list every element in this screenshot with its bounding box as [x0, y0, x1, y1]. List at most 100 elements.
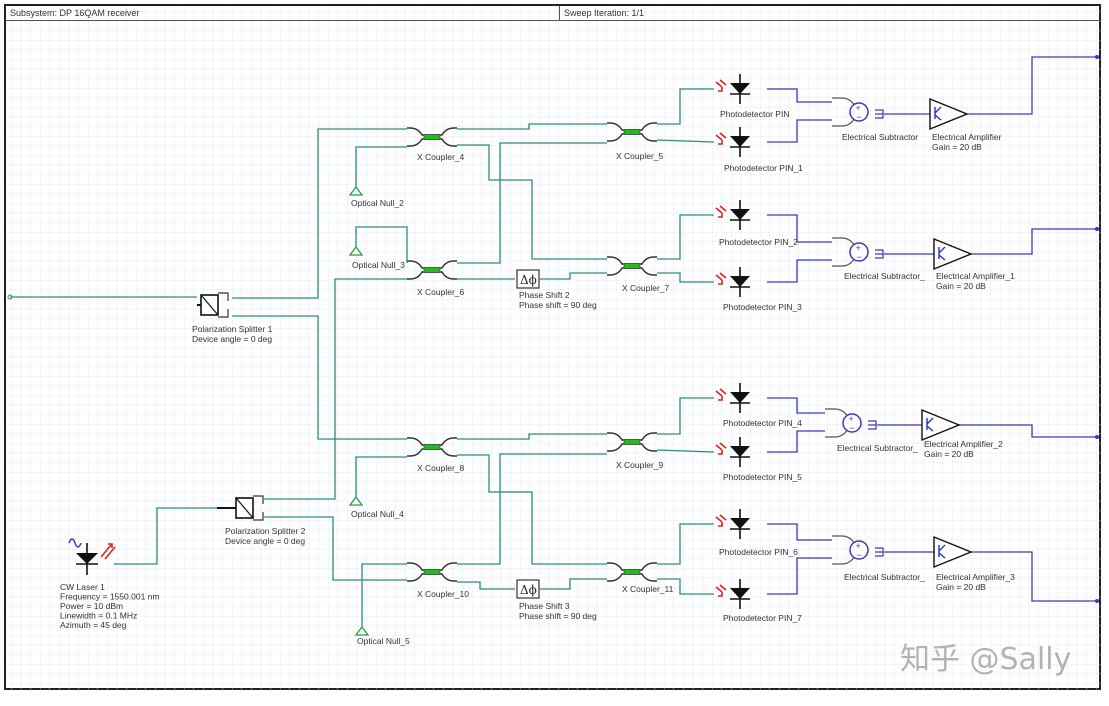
optical-wire[interactable] [657, 214, 714, 260]
electrical-wire[interactable] [767, 397, 825, 414]
x-coupler[interactable] [607, 256, 657, 276]
optical-wire[interactable] [457, 123, 607, 130]
amplifier-triangle-icon [933, 535, 973, 569]
optical-wire[interactable] [457, 454, 607, 565]
electrical-wire[interactable] [971, 551, 1097, 602]
output-port[interactable] [1095, 227, 1099, 231]
electrical-wire[interactable] [767, 214, 832, 243]
light-arrow-icon [715, 79, 727, 92]
optical-wire[interactable] [657, 88, 714, 125]
optical-wire[interactable] [457, 581, 515, 590]
x-coupler[interactable] [607, 122, 657, 142]
optical-wire[interactable] [457, 433, 607, 440]
optical-wire[interactable] [656, 449, 715, 453]
x-coupler[interactable] [407, 562, 457, 582]
electrical-subtractor[interactable]: +− [832, 535, 884, 565]
optical-wire[interactable] [657, 272, 714, 283]
laser-linewidth: Linewidth = 0.1 MHz [60, 611, 137, 621]
ground-triangle-icon [348, 495, 364, 506]
optical-wire[interactable] [264, 516, 407, 581]
phase-shift[interactable]: Δϕ [516, 269, 540, 289]
x-coupler[interactable] [407, 437, 457, 457]
input-port[interactable] [7, 294, 13, 300]
electrical-wire[interactable] [767, 88, 832, 103]
svg-text:−: − [857, 252, 862, 262]
optical-wire[interactable] [540, 272, 607, 280]
electrical-wire[interactable] [767, 259, 832, 283]
optical-null[interactable] [348, 185, 364, 196]
electrical-subtractor[interactable]: +− [832, 237, 884, 267]
optical-wire[interactable] [355, 226, 408, 263]
optical-wire[interactable] [540, 578, 607, 590]
amplifier-gain: Gain = 20 dB [936, 582, 986, 592]
optical-wire[interactable] [264, 278, 407, 500]
electrical-wire[interactable] [767, 557, 832, 595]
optical-wire[interactable] [657, 578, 714, 595]
photodetector[interactable] [715, 267, 750, 297]
svg-text:+: + [856, 103, 861, 113]
electrical-wire[interactable] [967, 56, 1097, 115]
light-arrow-icon [715, 272, 727, 285]
optical-wire[interactable] [457, 453, 607, 565]
light-arrow-icon [715, 442, 727, 455]
x-coupler[interactable] [407, 260, 457, 280]
output-port[interactable] [1095, 435, 1099, 439]
electrical-amplifier[interactable] [921, 408, 1099, 442]
electrical-amplifier[interactable] [933, 227, 1099, 271]
optical-wire[interactable] [457, 142, 607, 264]
photodetector[interactable] [715, 74, 750, 104]
amplifier-gain: Gain = 20 dB [932, 142, 982, 152]
coupler-label: X Coupler_8 [417, 463, 465, 473]
x-coupler[interactable] [607, 562, 657, 582]
plus-minus-icon [849, 102, 869, 122]
x-coupler[interactable] [607, 432, 657, 452]
optical-wire[interactable] [457, 144, 607, 260]
photodetector[interactable] [715, 579, 750, 609]
optical-wire[interactable] [656, 139, 715, 143]
optical-wire[interactable] [355, 456, 407, 497]
optical-null[interactable] [348, 495, 364, 506]
photodetector[interactable] [715, 127, 750, 157]
output-port[interactable] [1095, 55, 1099, 59]
photodetector-label: Photodetector PIN_4 [723, 418, 802, 428]
svg-text:−: − [857, 112, 862, 122]
electrical-amplifier[interactable] [929, 55, 1099, 131]
optical-wire[interactable] [114, 507, 217, 565]
emission-arrow-icon [100, 543, 116, 560]
electrical-wire[interactable] [767, 523, 832, 541]
electrical-amplifier[interactable] [933, 535, 1099, 603]
electrical-subtractor[interactable]: +− [825, 408, 877, 438]
polarization-splitter[interactable] [217, 495, 264, 521]
photodetector[interactable] [715, 437, 750, 467]
amplifier-triangle-icon [921, 408, 961, 442]
optical-wire[interactable] [657, 397, 714, 435]
null-label: Optical Null_5 [357, 636, 410, 646]
transistor-icon [938, 246, 946, 261]
electrical-wire[interactable] [959, 424, 1097, 438]
photodetector[interactable] [715, 383, 750, 413]
photodetector[interactable] [715, 509, 750, 539]
optical-wire[interactable] [355, 146, 407, 187]
subtractor-label: Electrical Subtractor [842, 132, 918, 142]
optical-wire[interactable] [657, 523, 714, 565]
polarization-splitter[interactable] [197, 292, 229, 318]
amplifier-gain: Gain = 20 dB [936, 281, 986, 291]
optical-null[interactable] [348, 245, 364, 256]
cw-laser[interactable] [68, 538, 116, 575]
output-port[interactable] [1095, 599, 1099, 603]
photodetector-label: Photodetector PIN_5 [723, 472, 802, 482]
electrical-subtractor[interactable]: +− [832, 97, 884, 127]
phase-shift[interactable]: Δϕ [516, 579, 540, 599]
splitter-param: Device angle = 0 deg [225, 536, 305, 546]
optical-null[interactable] [354, 625, 370, 636]
optical-wire[interactable] [232, 128, 407, 299]
electrical-wire[interactable] [971, 228, 1097, 255]
photodetector[interactable] [715, 200, 750, 230]
electrical-wire[interactable] [767, 119, 832, 143]
optical-wire[interactable] [361, 563, 407, 627]
x-coupler[interactable] [407, 127, 457, 147]
optical-wire[interactable] [232, 315, 407, 440]
electrical-wire[interactable] [767, 430, 825, 453]
